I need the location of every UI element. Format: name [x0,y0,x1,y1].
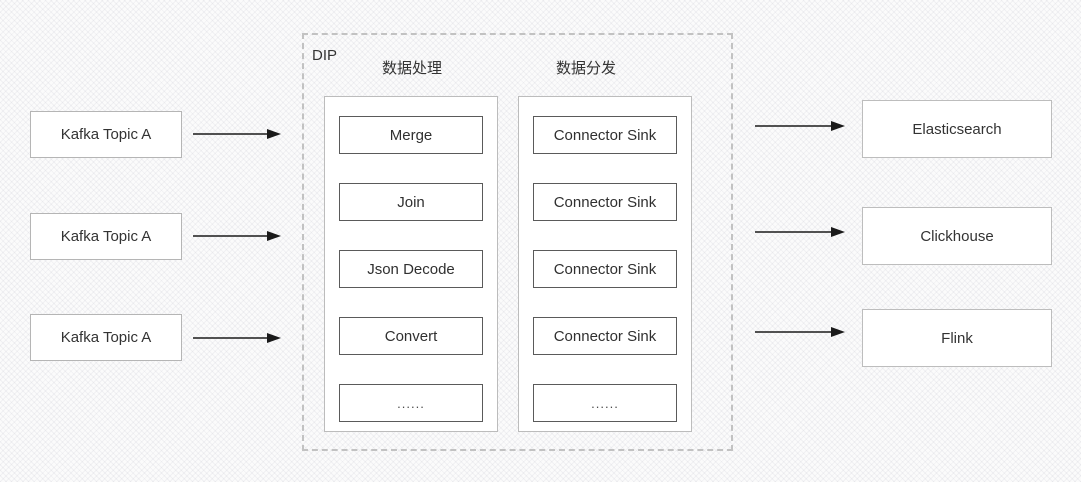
column-0-item-3[interactable]: Convert [339,317,483,355]
column-0-item-0[interactable]: Merge [339,116,483,154]
column-0-item-2[interactable]: Json Decode [339,250,483,288]
column-1-item-1[interactable]: Connector Sink [533,183,677,221]
source-node-kafka-1[interactable]: Kafka Topic A [30,213,182,260]
sink-arrow-2 [755,326,845,338]
column-1-item-2[interactable]: Connector Sink [533,250,677,288]
dip-container [302,33,733,451]
sink-node-1[interactable]: Clickhouse [862,207,1052,265]
column-header-0: 数据处理 [381,60,442,77]
column-0-item-1[interactable]: Join [339,183,483,221]
sink-node-2[interactable]: Flink [862,309,1052,367]
sink-node-0[interactable]: Elasticsearch [862,100,1052,158]
sink-arrow-0 [755,120,845,132]
source-node-kafka-0[interactable]: Kafka Topic A [30,111,182,158]
source-node-kafka-2[interactable]: Kafka Topic A [30,314,182,361]
sink-arrow-1 [755,226,845,238]
source-arrow-0 [193,128,281,140]
column-header-1: 数据分发 [555,60,616,77]
dip-label: DIP [312,47,338,64]
source-arrow-1 [193,230,281,242]
column-0-item-4[interactable]: ...... [339,384,483,422]
column-1-item-4[interactable]: ...... [533,384,677,422]
source-arrow-2 [193,332,281,344]
column-1-item-3[interactable]: Connector Sink [533,317,677,355]
column-1-item-0[interactable]: Connector Sink [533,116,677,154]
